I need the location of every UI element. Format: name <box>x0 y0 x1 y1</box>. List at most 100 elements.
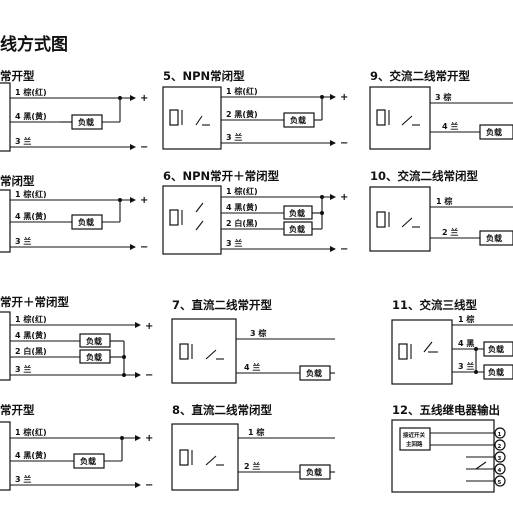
load-label: 负载 <box>80 456 96 466</box>
box-line-2: 主回路 <box>406 440 423 448</box>
plus-sign: + <box>140 93 148 104</box>
page-title: 线方式图 <box>0 34 68 55</box>
terminal-label-1: 1 <box>498 432 502 438</box>
diagram-heading: 常开＋常闭型 <box>0 295 69 309</box>
wire-label-2: 4 黑(黄) <box>15 211 47 221</box>
wire-label-1: 3 棕 <box>250 328 266 338</box>
switch-contact-icon <box>401 217 413 228</box>
load-label: 负载 <box>306 467 322 477</box>
wire-label-1: 1 棕 <box>458 314 474 324</box>
wire-label-3: 3 兰 <box>15 474 31 484</box>
terminal-1 <box>494 427 506 439</box>
wire-label-4: 3 兰 <box>226 238 242 248</box>
switch-contact-icon <box>205 349 217 360</box>
sensor-coil-icon <box>376 109 386 126</box>
terminal-3 <box>494 451 506 463</box>
wire-label-1: 1 棕(红) <box>226 86 258 96</box>
wire-label-1: 1 棕(红) <box>15 87 47 97</box>
switch-contact-icon <box>195 202 204 213</box>
load-label-2: 负载 <box>289 224 305 234</box>
diagram-heading: 10、交流二线常闭型 <box>370 169 479 183</box>
load-label-1: 负载 <box>289 208 305 218</box>
wire-label-2: 2 兰 <box>244 461 260 471</box>
wire-label-3: 2 白(黑) <box>226 218 258 228</box>
load-box <box>479 230 513 246</box>
terminal-2 <box>494 439 506 451</box>
minus-sign: − <box>140 142 148 153</box>
minus-sign: − <box>145 370 153 381</box>
switch-contact-icon <box>423 341 433 353</box>
wire-label-2: 4 兰 <box>244 362 260 372</box>
diagram-heading: 8、直流二线常闭型 <box>172 403 273 417</box>
wire-label-3: 3 兰 <box>226 132 242 142</box>
load-box <box>479 124 513 140</box>
wire-label-4: 3 兰 <box>15 364 31 374</box>
terminal-label-2: 2 <box>498 444 502 450</box>
wire-label-1: 1 棕(红) <box>15 427 47 437</box>
sensor-coil-icon <box>169 209 179 226</box>
wire-label-2: 4 兰 <box>442 121 458 131</box>
sensor-coil-icon <box>179 449 189 466</box>
plus-sign: + <box>340 92 348 103</box>
wire-label-2: 2 兰 <box>442 227 458 237</box>
plus-sign: + <box>145 321 153 332</box>
switch-contact-icon <box>401 115 413 126</box>
diagram-heading: 5、NPN常闭型 <box>163 69 245 83</box>
load-label-1: 负载 <box>86 336 102 346</box>
wire-label-1: 1 棕(红) <box>15 189 47 199</box>
load-label: 负载 <box>306 368 322 378</box>
wire-label-2: 4 黑(黄) <box>226 202 258 212</box>
sensor-coil-icon <box>398 343 408 360</box>
terminal-label-3: 3 <box>498 456 502 462</box>
diagram-heading: 6、NPN常开＋常闭型 <box>163 169 280 183</box>
load-label-1: 负载 <box>488 344 504 354</box>
terminal-label-4: 4 <box>498 468 502 474</box>
wire-label-2: 2 黑(黄) <box>226 109 258 119</box>
load-box-1 <box>483 341 513 357</box>
plus-sign: + <box>145 433 153 444</box>
minus-sign: − <box>340 138 348 149</box>
sensor-body <box>0 82 11 152</box>
diagram-dc-2wire-nc: 8、直流二线常闭型 1 棕 2 兰 负载 <box>171 403 335 491</box>
diagram-5wire-relay: 12、五线继电器输出 接近开关 主回路 1 2 3 4 5 <box>391 403 506 493</box>
main-circuit-box <box>399 427 431 451</box>
sensor-coil-icon <box>169 109 179 126</box>
diagram-heading: 7、直流二线常开型 <box>172 298 273 312</box>
wire-label-3: 3 兰 <box>458 361 474 371</box>
minus-sign: − <box>145 480 153 491</box>
diagram-ac-2wire-no: 9、交流二线常开型 3 棕 4 兰 负载 <box>369 69 513 150</box>
terminal-5 <box>494 475 506 487</box>
switch-contact-icon <box>195 220 204 231</box>
diagram-pnp-no: 常开型 1 棕(红) 4 黑(黄) 3 兰 负载 + − <box>0 69 148 153</box>
wire-label-2: 4 黑(黄) <box>15 450 47 460</box>
wire-label-1: 1 棕 <box>248 427 264 437</box>
terminal-label-5: 5 <box>498 480 502 486</box>
wire-label-1: 1 棕 <box>436 196 452 206</box>
diagram-dc-2wire-no: 7、直流二线常开型 3 棕 4 兰 负载 <box>171 298 335 384</box>
load-label: 负载 <box>78 117 94 127</box>
terminal-4 <box>494 463 506 475</box>
diagram-heading: 11、交流三线型 <box>392 298 478 312</box>
diagram-pnp-no-nc: 常开＋常闭型 1 棕(红) 4 黑(黄) 2 白(黑) 3 兰 负载 负载 + … <box>0 295 153 381</box>
diagram-heading: 常开型 <box>0 403 35 417</box>
wire-label-1: 1 棕(红) <box>15 314 47 324</box>
diagram-no-bottom: 常开型 1 棕(红) 4 黑(黄) 3 兰 负载 + − <box>0 403 153 491</box>
load-label: 负载 <box>290 115 306 125</box>
switch-contact-icon <box>205 455 217 466</box>
load-label: 负载 <box>486 233 502 243</box>
diagram-ac-3wire: 11、交流三线型 1 棕 4 黑 3 兰 负载 负载 <box>391 298 513 385</box>
minus-sign: − <box>340 244 348 255</box>
load-label-2: 负载 <box>488 367 504 377</box>
box-line-1: 接近开关 <box>403 431 426 439</box>
load-label: 负载 <box>78 217 94 227</box>
plus-sign: + <box>140 195 148 206</box>
wire-label-1: 1 棕(红) <box>226 186 258 196</box>
diagram-npn-nc: 5、NPN常闭型 1 棕(红) 2 黑(黄) 3 兰 负载 + − <box>162 69 348 150</box>
wire-label-3: 3 兰 <box>15 236 31 246</box>
wire-label-2: 4 黑(黄) <box>15 330 47 340</box>
switch-contact-icon <box>195 115 203 126</box>
diagram-heading: 常开型 <box>0 69 35 83</box>
sensor-coil-icon <box>179 343 189 360</box>
